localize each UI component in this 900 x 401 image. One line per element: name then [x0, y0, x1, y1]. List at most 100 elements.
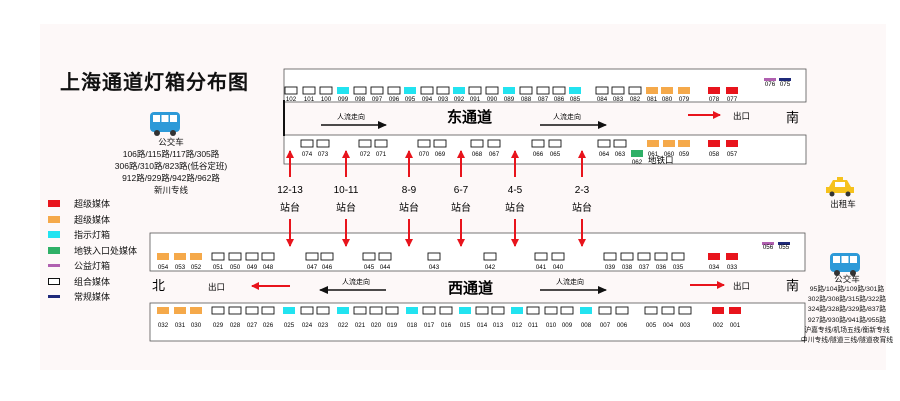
lightbox-084: 084	[595, 86, 609, 103]
lightbox-027: 027	[245, 306, 259, 329]
lightbox-number: 022	[338, 322, 349, 329]
west-flow-label-1: 人流走向	[342, 277, 370, 286]
legend-label: 超级媒体	[74, 199, 111, 210]
lightbox-marker	[678, 87, 690, 94]
lightbox-marker	[671, 252, 685, 261]
lightbox-085: 085	[569, 87, 581, 103]
lightbox-marker	[661, 87, 673, 94]
platform-label: 站台	[505, 201, 525, 214]
lightbox-marker	[261, 252, 275, 261]
lightbox-024: 024	[300, 306, 314, 329]
lightbox-number: 030	[191, 322, 202, 329]
lightbox-number: 093	[438, 96, 449, 103]
lightbox-number: 056	[763, 244, 774, 251]
west-south-label: 南	[786, 278, 799, 293]
lightbox-number: 008	[581, 322, 592, 329]
lightbox-marker	[779, 78, 791, 81]
lightbox-marker	[764, 78, 776, 81]
lightbox-marker	[729, 307, 741, 314]
lightbox-number: 014	[477, 322, 488, 329]
lightbox-number: 041	[536, 264, 547, 271]
lightbox-number: 018	[407, 322, 418, 329]
lightbox-051: 051	[211, 252, 225, 271]
lightbox-number: 065	[550, 151, 561, 158]
platform-number: 6-7	[454, 185, 469, 196]
lightbox-marker	[378, 252, 392, 261]
lightbox-number: 071	[376, 151, 387, 158]
lightbox-marker	[353, 86, 367, 95]
lightbox-marker	[483, 252, 497, 261]
east-south-label: 南	[786, 110, 799, 125]
legend-swatch	[48, 231, 60, 239]
lightbox-031: 031	[174, 307, 186, 329]
lightbox-045: 045	[362, 252, 376, 271]
lightbox-number: 023	[318, 322, 329, 329]
lightbox-marker	[406, 307, 418, 314]
lightbox-number: 050	[230, 264, 241, 271]
lightbox-089: 089	[503, 87, 515, 103]
lightbox-number: 006	[617, 322, 628, 329]
lightbox-number: 031	[175, 322, 186, 329]
lightbox-number: 025	[284, 322, 295, 329]
lightbox-number: 009	[562, 322, 573, 329]
lightbox-037: 037	[637, 252, 651, 271]
west-corridor-top-wall	[149, 232, 806, 272]
bus-line: 新川专线	[153, 185, 188, 195]
lightbox-marker	[283, 307, 295, 314]
lightbox-marker	[548, 139, 562, 148]
lightbox-marker	[387, 86, 401, 95]
lightbox-number: 028	[230, 322, 241, 329]
lightbox-marker	[374, 139, 388, 148]
lightbox-number: 055	[779, 244, 790, 251]
lightbox-marker	[439, 306, 453, 315]
lightbox-number: 033	[727, 264, 738, 271]
lightbox-number: 091	[470, 96, 481, 103]
lightbox-marker	[316, 139, 330, 148]
lightbox-marker	[560, 306, 574, 315]
lightbox-023: 023	[316, 306, 330, 329]
east-corridor-bottom-wall	[283, 134, 807, 165]
lightbox-marker	[369, 306, 383, 315]
lightbox-071: 071	[374, 139, 388, 158]
lightbox-073: 073	[316, 139, 330, 158]
lightbox-number: 057	[727, 151, 738, 158]
lightbox-101: 101	[302, 86, 316, 103]
platform-6-7: 6-7站台	[451, 150, 471, 247]
lightbox-marker	[157, 253, 169, 260]
bus-line-right: 324路/328路/329路/837路	[807, 306, 887, 314]
lightbox-number: 060	[664, 151, 675, 158]
lightbox-016: 016	[439, 306, 453, 329]
lightbox-number: 011	[528, 322, 538, 329]
lightbox-marker	[417, 139, 431, 148]
lightbox-marker	[678, 140, 690, 147]
lightbox-marker	[211, 252, 225, 261]
lightbox-number: 032	[158, 322, 169, 329]
lightbox-marker	[190, 307, 202, 314]
lightbox-020: 020	[369, 306, 383, 329]
lightbox-marker	[305, 252, 319, 261]
lightbox-marker	[174, 307, 186, 314]
taxi-icon	[826, 177, 854, 197]
lightbox-032: 032	[157, 307, 169, 329]
legend-swatch	[48, 295, 60, 299]
lightbox-marker	[511, 307, 523, 314]
lightbox-026: 026	[261, 306, 275, 329]
lightbox-number: 088	[521, 96, 532, 103]
lightbox-number: 096	[389, 96, 400, 103]
lightbox-029: 029	[211, 306, 225, 329]
lightbox-080: 080	[661, 87, 673, 103]
lightbox-number: 026	[263, 322, 274, 329]
lightbox-marker	[595, 86, 609, 95]
lightbox-015: 015	[459, 307, 471, 329]
west-exit-label-right: 出口	[733, 281, 750, 291]
legend: 超级媒体超级媒体指示灯箱地铁入口处媒体公益灯箱组合媒体常规媒体	[48, 196, 137, 305]
legend-item: 组合媒体	[48, 274, 137, 290]
lightbox-marker	[712, 307, 724, 314]
lightbox-040: 040	[551, 252, 565, 271]
lightbox-number: 053	[175, 264, 186, 271]
lightbox-034: 034	[708, 253, 720, 271]
lightbox-number: 089	[504, 96, 515, 103]
lightbox-082: 082	[628, 86, 642, 103]
lightbox-number: 020	[371, 322, 382, 329]
